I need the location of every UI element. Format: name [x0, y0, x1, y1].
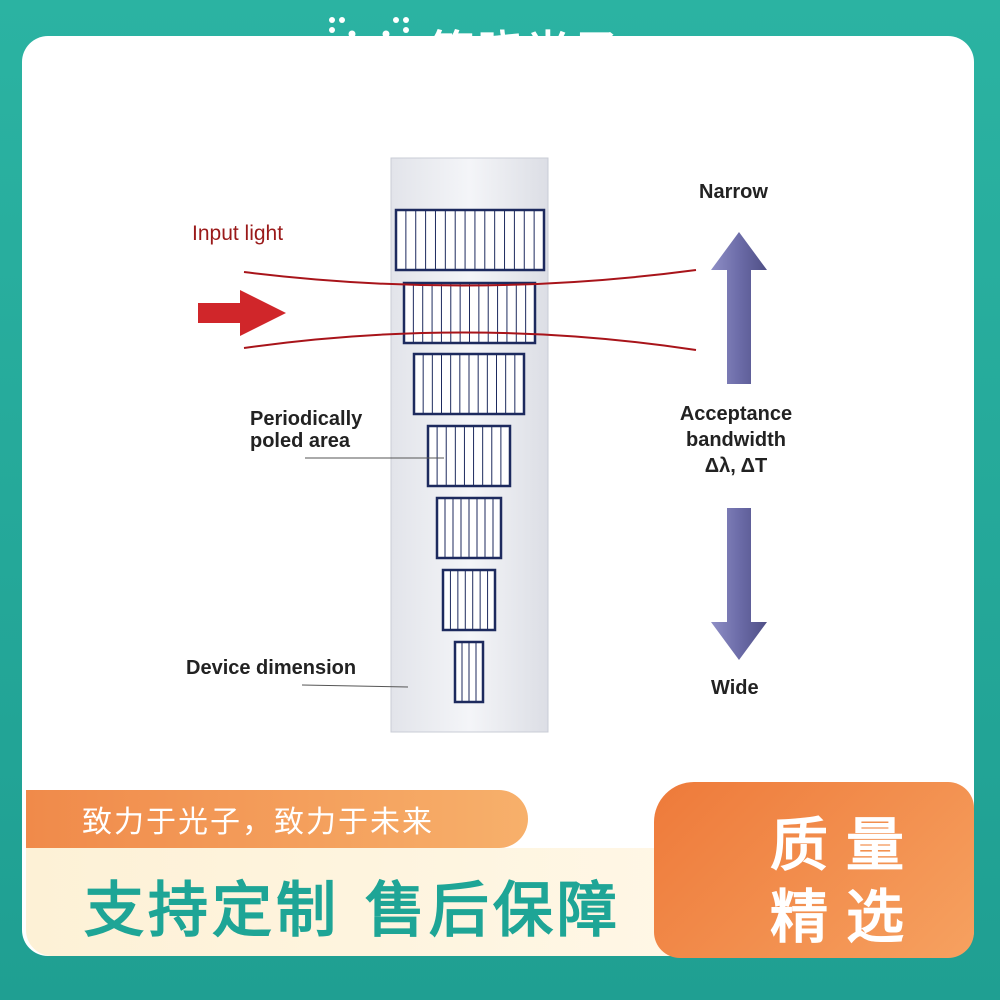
slogan-text: 致力于光子，致力于未来 — [82, 805, 434, 840]
beam-lower-edge — [243, 331, 697, 351]
poled-grating-1 — [394, 208, 546, 272]
grating-stack — [394, 208, 546, 704]
badge-line1: 质量 — [770, 811, 923, 879]
poled-grating-4 — [426, 424, 512, 488]
wide-label: Wide — [711, 677, 759, 699]
input-arrow-icon — [198, 290, 286, 336]
acceptance-label-line2: bandwidth — [686, 429, 786, 451]
poled-grating-3 — [412, 352, 526, 416]
brand-name-cn: 筱晓光子 — [430, 27, 622, 78]
narrow-arrow-icon — [711, 232, 767, 384]
poled-area-label-line2: poled area — [250, 430, 351, 452]
narrow-label: Narrow — [699, 181, 768, 203]
x-dot-logo-icon — [329, 17, 409, 97]
poled-area-label-line1: Periodically — [250, 408, 363, 430]
slogan-banner — [26, 790, 528, 848]
acceptance-label-line3: Δλ, ΔT — [704, 455, 768, 477]
input-light-label: Input light — [192, 222, 284, 245]
brand-header: 筱晓光子 Microphotons Technology — [0, 0, 1000, 110]
acceptance-label-line1: Acceptance — [679, 403, 793, 425]
poled-grating-5 — [435, 496, 503, 560]
device-dimension-leader — [301, 684, 409, 688]
poled-grating-6 — [441, 568, 497, 632]
services-text: 支持定制 售后保障 — [84, 876, 621, 946]
beam-upper-edge — [243, 269, 697, 287]
quality-badge — [654, 782, 974, 958]
badge-line2: 精选 — [770, 883, 923, 951]
brand-name-en: Microphotons Technology — [436, 72, 652, 93]
device-dimension-label: Device dimension — [186, 657, 357, 679]
input-beam — [243, 269, 697, 351]
wide-arrow-icon — [711, 508, 767, 660]
poled-grating-7 — [453, 640, 485, 704]
services-banner — [26, 848, 686, 956]
